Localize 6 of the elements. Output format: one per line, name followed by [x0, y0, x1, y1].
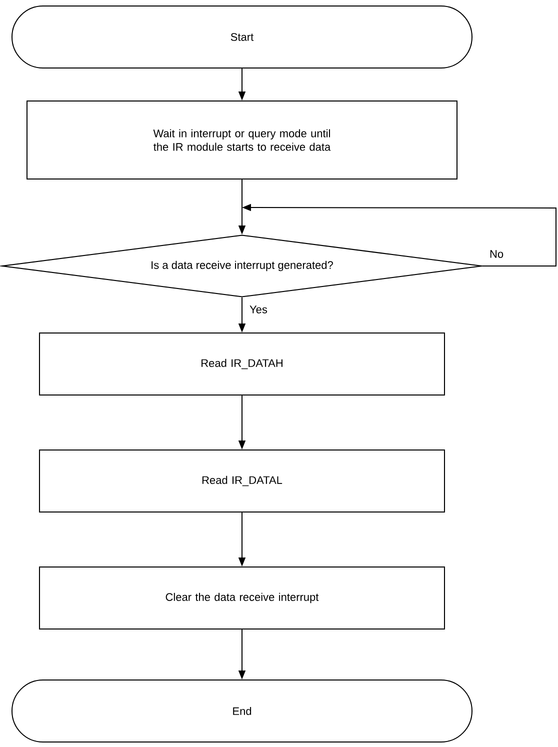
edge-label: Yes: [250, 306, 268, 314]
process-box: Read IR_DATAH: [39, 332, 445, 396]
process-box: Read IR_DATAL: [39, 450, 445, 512]
process-box: Clear the data receive interrupt: [39, 566, 445, 630]
edge-label: No: [490, 250, 504, 258]
process-box: Wait in interrupt or query mode until the IR module starts to receive data: [26, 100, 458, 180]
